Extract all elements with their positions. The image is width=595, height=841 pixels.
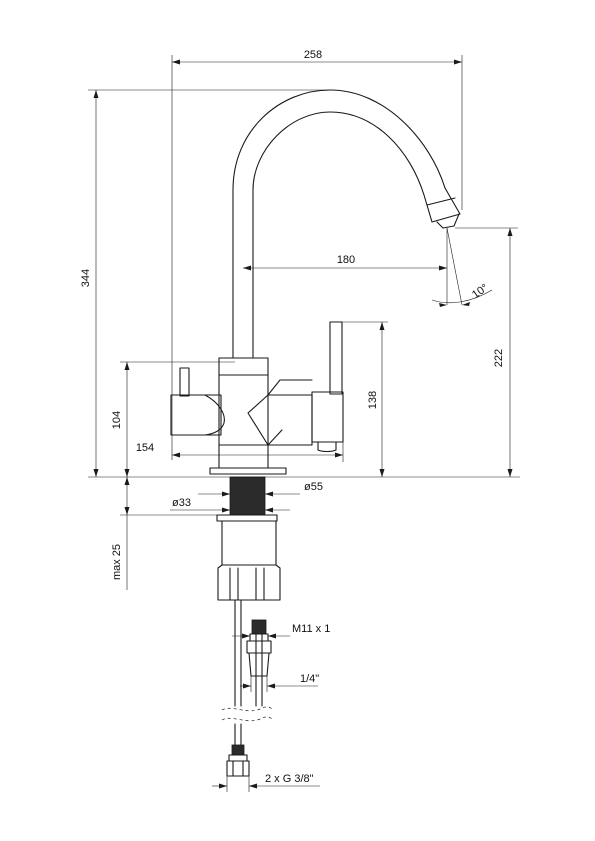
dim-spout-reach: 180 (337, 254, 355, 266)
dim-max-thickness: max 25 (111, 544, 123, 580)
dim-base-diameter: ø55 (304, 481, 323, 493)
dim-height-total: 344 (80, 269, 92, 287)
dim-body-height: 104 (111, 411, 123, 429)
dim-hose: 1/4" (300, 673, 319, 685)
dim-body-width: 154 (136, 442, 154, 454)
dim-connection: 2 x G 3/8" (265, 773, 314, 785)
dim-shank-diameter: ø33 (172, 497, 191, 509)
dimension-labels: 258 344 180 10° 222 138 104 154 ø55 ø33 … (80, 49, 505, 785)
dim-angle: 10° (470, 282, 491, 301)
dim-spout-height: 222 (493, 349, 505, 367)
dimension-lines (88, 55, 520, 792)
dim-lever-height: 138 (367, 391, 379, 409)
dim-thread: M11 x 1 (292, 623, 330, 635)
dim-width-total: 258 (304, 49, 322, 61)
shank (229, 476, 266, 516)
faucet-outline (170, 89, 461, 777)
